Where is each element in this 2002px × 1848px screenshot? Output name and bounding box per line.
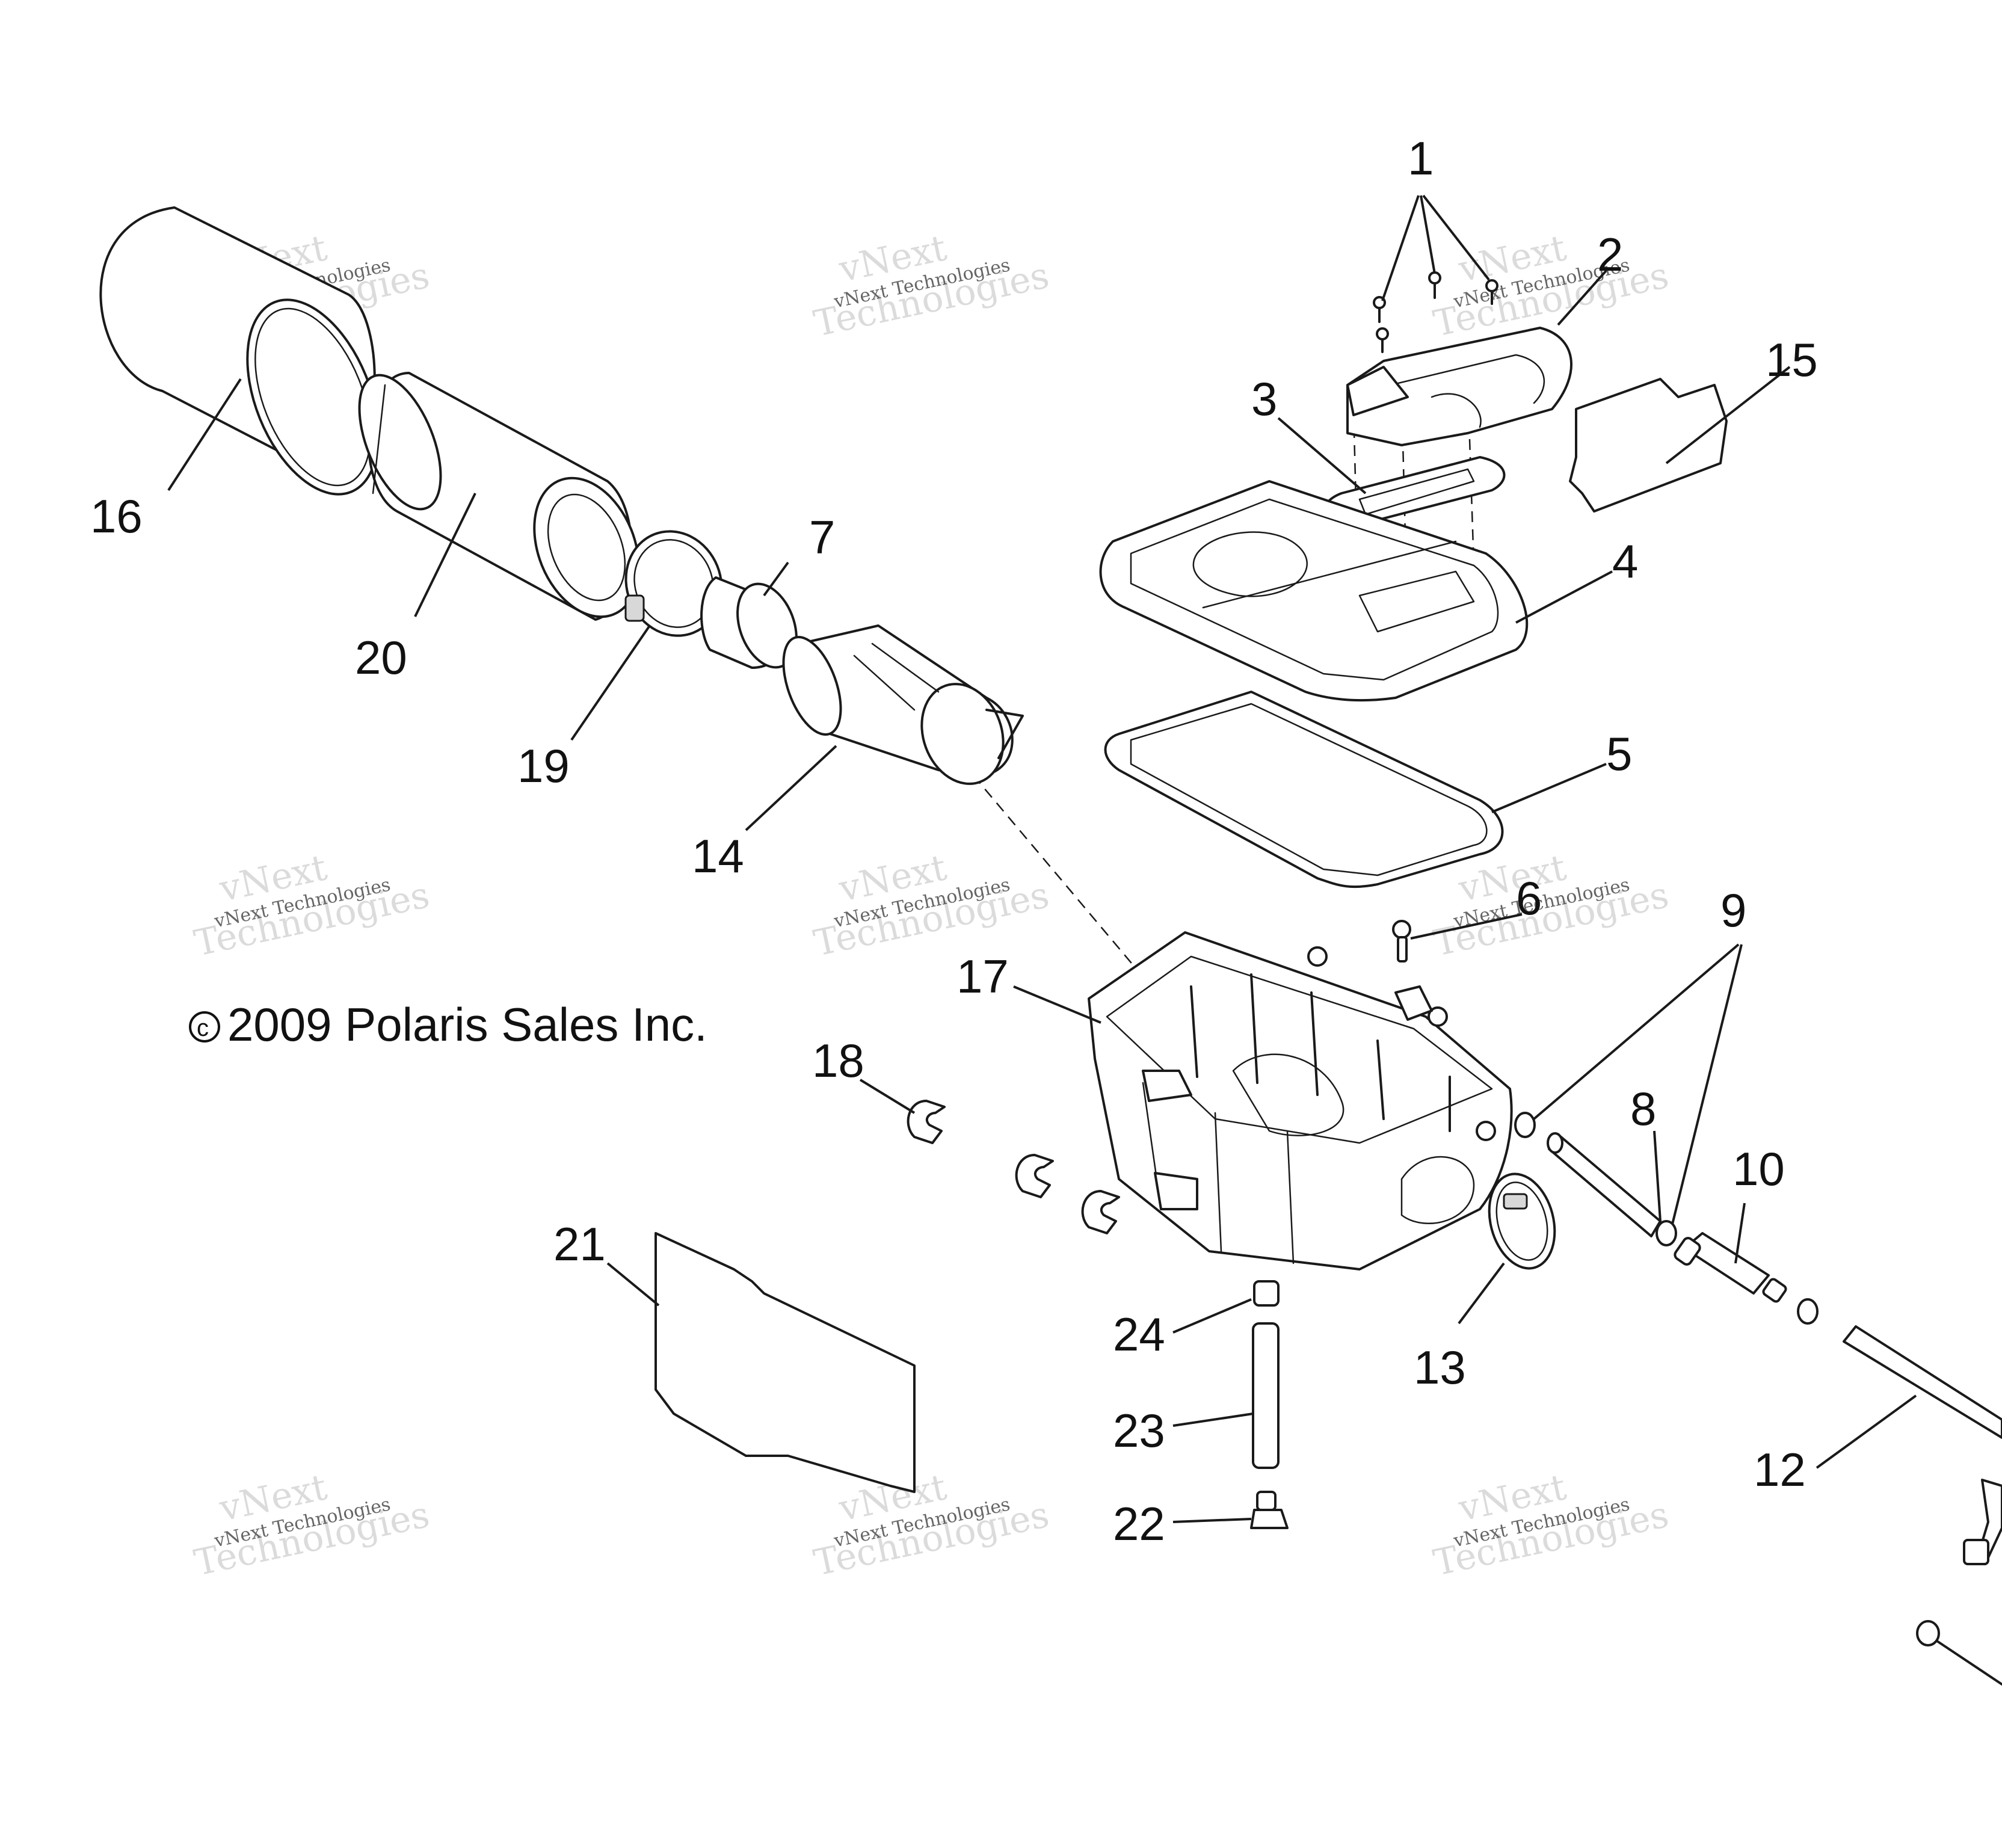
callout-8: 8 bbox=[1630, 1082, 1656, 1135]
part-20-air-filter bbox=[358, 372, 640, 621]
part-23-drain-tube bbox=[1252, 1322, 1280, 1469]
callout-13: 13 bbox=[1414, 1341, 1466, 1394]
callout-16: 16 bbox=[90, 490, 143, 543]
callout-1: 1 bbox=[1408, 132, 1434, 185]
watermark: vNext Technologies vNext Technologies bbox=[810, 227, 1053, 345]
part-2-intake-duct bbox=[1346, 327, 1572, 446]
part-21-side-panel bbox=[654, 1232, 916, 1493]
watermark: vNext Technologies vNext Technologies bbox=[191, 846, 433, 965]
part-5-airbox-seal bbox=[1104, 691, 1504, 889]
watermark: vNext Technologies vNext Technologies bbox=[1430, 846, 1672, 965]
callout-23: 23 bbox=[1113, 1404, 1165, 1457]
copyright-symbol: c bbox=[197, 1015, 209, 1041]
callout-24: 24 bbox=[1113, 1308, 1165, 1361]
leader-lines bbox=[167, 194, 1917, 1523]
callout-7: 7 bbox=[809, 511, 835, 564]
part-4-airbox-cover bbox=[1099, 480, 1529, 702]
callout-5: 5 bbox=[1606, 727, 1632, 780]
part-10-check-valve bbox=[1674, 1232, 1787, 1303]
copyright-notice: c 2009 Polaris Sales Inc. bbox=[189, 998, 707, 1051]
callout-labels: 1 2 3 4 5 6 7 8 9 10 12 13 14 15 16 17 1… bbox=[90, 132, 1818, 1550]
part-14-intake-boot bbox=[782, 624, 1024, 785]
callout-22: 22 bbox=[1113, 1497, 1165, 1550]
callout-10: 10 bbox=[1732, 1142, 1785, 1195]
watermark: vNext Technologies vNext Technologies bbox=[191, 1466, 433, 1585]
part-6-bolt bbox=[1392, 920, 1411, 962]
callout-4: 4 bbox=[1612, 535, 1638, 588]
part-7-coupler-ring bbox=[700, 576, 798, 669]
callout-6: 6 bbox=[1516, 872, 1542, 925]
copyright-text: 2009 Polaris Sales Inc. bbox=[227, 998, 707, 1051]
part-24-cap bbox=[1253, 1280, 1280, 1307]
callout-15: 15 bbox=[1766, 333, 1818, 386]
part-15-decal bbox=[1569, 378, 1728, 513]
watermark: vNext Technologies vNext Technologies bbox=[810, 846, 1053, 965]
callout-19: 19 bbox=[517, 739, 570, 792]
part-17-airbox-base bbox=[1088, 931, 1513, 1270]
callout-9: 9 bbox=[1720, 884, 1746, 937]
part-19-hose-clamp bbox=[624, 530, 723, 637]
callout-14: 14 bbox=[692, 830, 744, 882]
part-9-small-clamps bbox=[1514, 1112, 1819, 1325]
callout-20: 20 bbox=[355, 631, 407, 684]
callout-3: 3 bbox=[1251, 372, 1277, 425]
watermark: vNext Technologies vNext Technologies bbox=[1430, 1466, 1672, 1585]
callout-12: 12 bbox=[1754, 1443, 1806, 1496]
callout-2: 2 bbox=[1597, 228, 1623, 281]
callout-21: 21 bbox=[553, 1218, 606, 1270]
part-12-vent-hose bbox=[1843, 1325, 2002, 1686]
part-16-prefilter-sleeve bbox=[99, 206, 380, 496]
part-1-screws bbox=[1373, 271, 1498, 353]
callout-18: 18 bbox=[812, 1034, 864, 1087]
part-18-clips bbox=[907, 1100, 1120, 1234]
part-22-drain-fitting bbox=[1250, 1491, 1289, 1529]
callout-17: 17 bbox=[956, 950, 1009, 1003]
copyright-circle-icon bbox=[189, 1011, 220, 1043]
assembly-axis-line bbox=[938, 733, 1228, 1077]
watermark: vNext Technologies vNext Technologies bbox=[1430, 227, 1672, 345]
part-8-drain-tube bbox=[1547, 1132, 1662, 1237]
part-13-hose-clamp bbox=[1488, 1172, 1556, 1270]
